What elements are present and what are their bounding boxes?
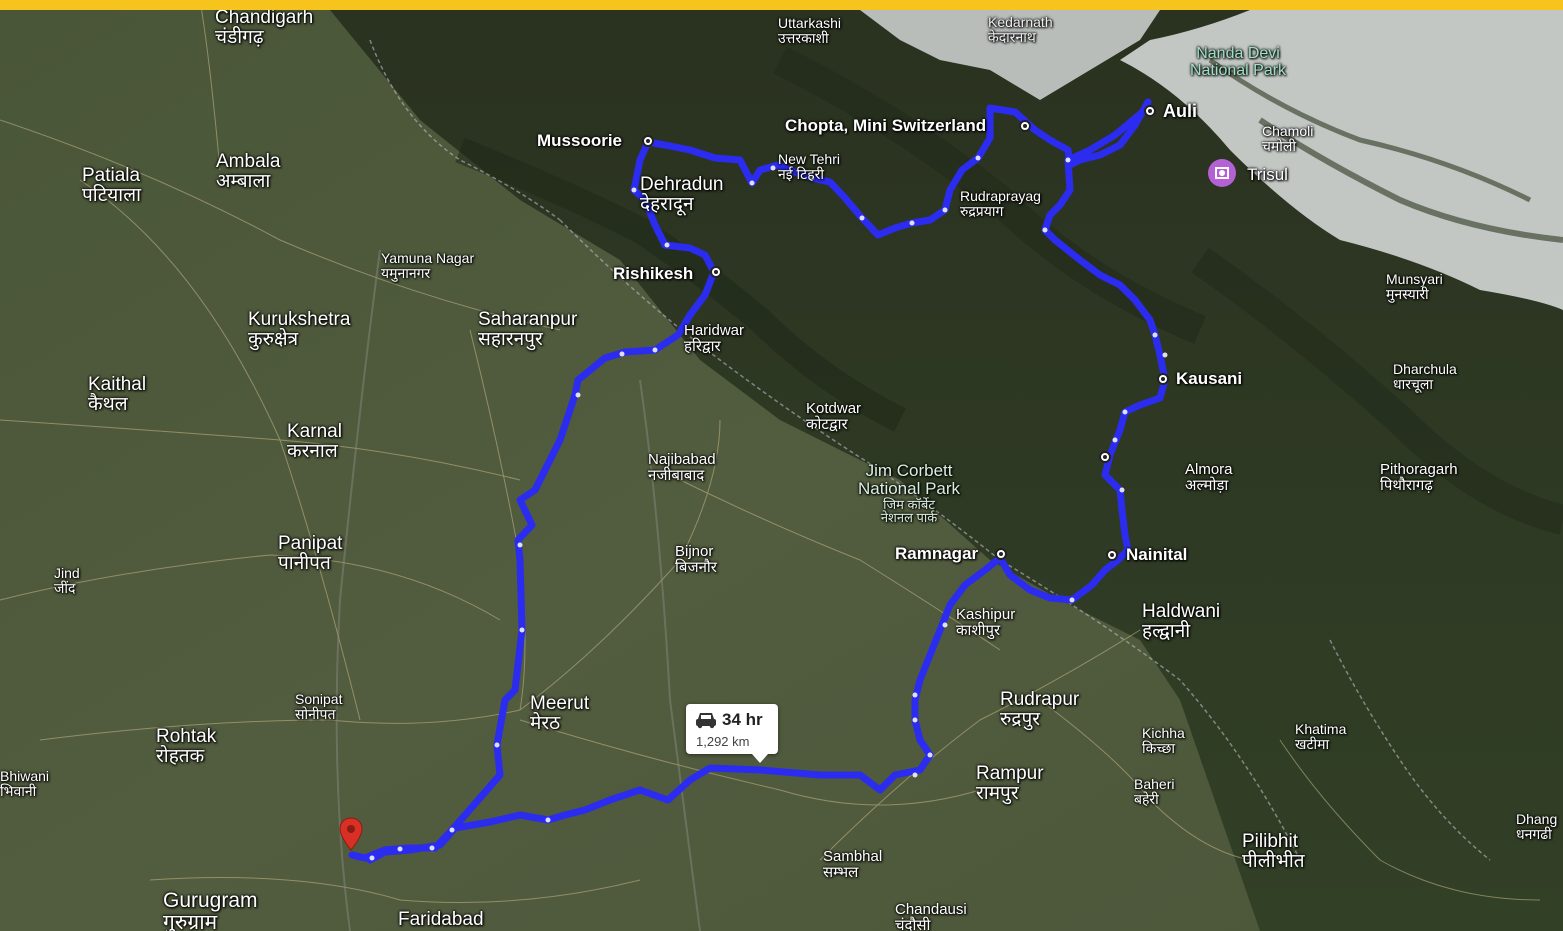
stop-pin-ramnagar[interactable] bbox=[995, 548, 1007, 560]
mountain-poi-icon[interactable] bbox=[1207, 158, 1237, 188]
stop-pin-rishikesh[interactable] bbox=[710, 266, 722, 278]
car-icon bbox=[696, 713, 716, 729]
stop-pin-nainital[interactable] bbox=[1106, 549, 1118, 561]
stop-pin-chopta[interactable] bbox=[1019, 120, 1031, 132]
stop-pin-kausani[interactable] bbox=[1157, 373, 1169, 385]
stop-label-ramnagar[interactable]: Ramnagar bbox=[895, 544, 979, 563]
stop-label-chopta[interactable]: Chopta, Mini Switzerland bbox=[785, 116, 987, 135]
place-trisul: Trisul bbox=[1247, 165, 1288, 184]
stop-label-mussoorie[interactable]: Mussoorie bbox=[537, 131, 623, 150]
stop-label-auli[interactable]: Auli bbox=[1163, 101, 1197, 121]
route-summary-card[interactable]: 34 hr 1,292 km bbox=[686, 704, 778, 763]
stop-label-kausani[interactable]: Kausani bbox=[1176, 369, 1243, 388]
top-accent-bar bbox=[0, 0, 1563, 10]
route-distance: 1,292 km bbox=[696, 734, 750, 749]
stop-pin-waypoint[interactable] bbox=[1099, 451, 1111, 463]
place-faridabad: Faridabad bbox=[398, 909, 484, 930]
destination-marker-icon[interactable] bbox=[339, 817, 363, 851]
stop-pin-mussoorie[interactable] bbox=[642, 135, 654, 147]
stop-label-rishikesh[interactable]: Rishikesh bbox=[613, 264, 694, 283]
route-duration: 34 hr bbox=[722, 710, 763, 729]
stop-pin-auli[interactable] bbox=[1144, 105, 1156, 117]
stop-label-nainital[interactable]: Nainital bbox=[1126, 545, 1188, 564]
